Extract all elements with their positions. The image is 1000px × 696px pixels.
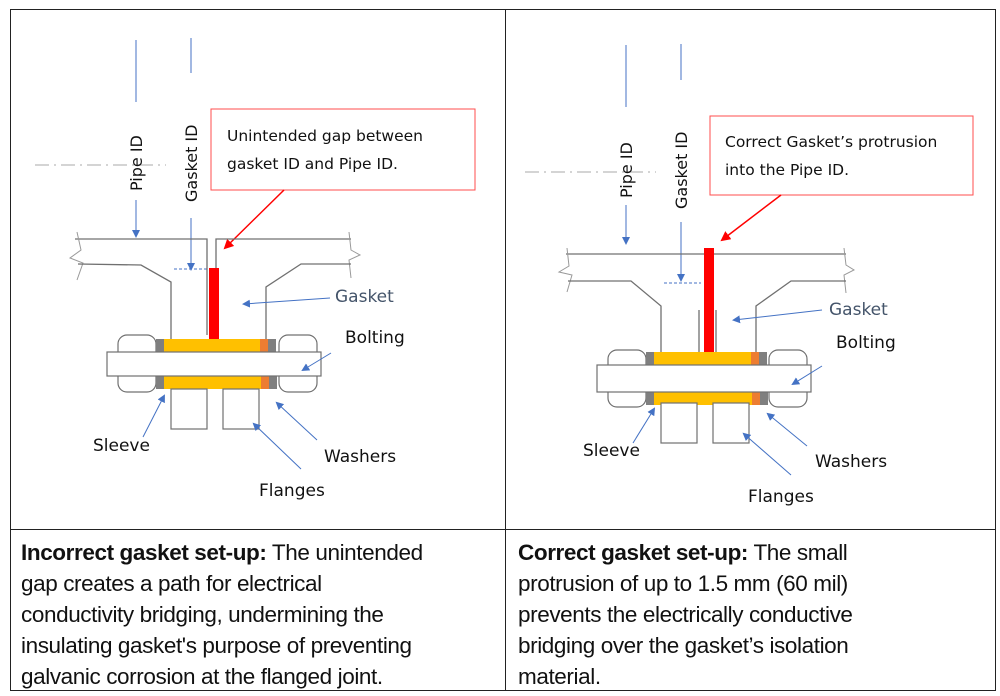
insulating-washer-top	[260, 339, 268, 352]
gasket-leader	[732, 309, 823, 324]
gasket	[209, 268, 219, 339]
callout-arrow	[720, 194, 782, 242]
flange-lower-left	[660, 402, 698, 444]
gasket-label: Gasket	[829, 300, 888, 320]
caption-line: bridging over the gasket’s isolation	[518, 633, 849, 658]
bolt	[596, 364, 812, 393]
flanges-label: Flanges	[259, 481, 325, 501]
caption-title: Correct gasket set-up:	[518, 540, 749, 565]
row-divider	[11, 529, 995, 530]
flanges-label: Flanges	[748, 487, 814, 507]
washers-leader	[275, 401, 318, 441]
break-line-right	[843, 247, 856, 294]
caption-line: protrusion of up to 1.5 mm (60 mil)	[518, 571, 848, 596]
steel-washer-top-right	[268, 339, 276, 352]
insulating-washer-bottom	[752, 392, 760, 405]
bolting-leader	[301, 352, 332, 372]
bolt	[106, 351, 322, 377]
steel-washer-bottom-right	[269, 376, 277, 389]
steel-washer-top-right	[759, 352, 767, 365]
flanges-leader	[742, 432, 792, 476]
callout-box	[709, 115, 974, 196]
column-divider	[505, 10, 506, 690]
callout-arrow	[223, 189, 285, 250]
steel-washer-bottom-left	[646, 392, 654, 405]
callout-line-1: Correct Gasket’s protrusion	[725, 133, 937, 151]
correct-setup-diagram: Pipe ID Gasket ID Correct Gasket’s protr…	[525, 44, 974, 507]
flange-lower-right	[222, 388, 260, 430]
break-line-left	[68, 231, 84, 281]
bolting-label: Bolting	[345, 328, 405, 348]
gasket	[704, 248, 714, 354]
washers-label: Washers	[815, 452, 887, 472]
break-line-right	[348, 231, 362, 279]
incorrect-setup-caption: Incorrect gasket set-up: The unintended …	[21, 537, 501, 692]
pipe-id-label: Pipe ID	[127, 135, 146, 191]
flanges-leader	[252, 422, 302, 470]
sleeve-leader	[142, 394, 165, 438]
bolting-label: Bolting	[836, 333, 896, 353]
incorrect-setup-diagram-cell: Pipe ID Gasket ID Unintended gap between…	[11, 10, 505, 529]
caption-line: galvanic corrosion at the flanged joint.	[21, 664, 383, 689]
steel-washer-top-left	[156, 339, 164, 352]
washers-leader	[766, 412, 808, 447]
caption-title: Incorrect gasket set-up:	[21, 540, 267, 565]
caption-line: gap creates a path for electrical	[21, 571, 322, 596]
sleeve-bottom	[164, 376, 261, 389]
correct-setup-diagram-cell: Pipe ID Gasket ID Correct Gasket’s protr…	[506, 10, 996, 529]
steel-washer-bottom-left	[156, 376, 164, 389]
flange-right-hub	[216, 263, 351, 341]
caption-line: The small	[748, 540, 848, 565]
callout-line-2: into the Pipe ID.	[725, 161, 849, 179]
sleeve-bottom	[654, 392, 752, 405]
correct-setup-caption: Correct gasket set-up: The small protrus…	[518, 537, 988, 692]
caption-line: prevents the electrically conductive	[518, 602, 853, 627]
flange-left-hub	[77, 263, 172, 340]
comparison-table: Pipe ID Gasket ID Unintended gap between…	[10, 9, 996, 691]
flange-right-hub	[715, 280, 846, 356]
incorrect-setup-diagram: Pipe ID Gasket ID Unintended gap between…	[35, 38, 476, 501]
pipe-id-label: Pipe ID	[617, 142, 636, 198]
callout-box	[210, 108, 476, 191]
gasket-id-label: Gasket ID	[672, 132, 691, 209]
flange-left-hub	[568, 280, 700, 356]
steel-washer-top-left	[646, 352, 654, 365]
caption-line: material.	[518, 664, 601, 689]
bolting-leader	[791, 365, 823, 386]
callout-line-2: gasket ID and Pipe ID.	[227, 155, 398, 173]
gasket-id-label: Gasket ID	[182, 125, 201, 202]
caption-line: insulating gasket's purpose of preventin…	[21, 633, 412, 658]
sleeve-top	[164, 339, 260, 352]
washers-label: Washers	[324, 447, 396, 467]
pipe-right-outline	[215, 238, 351, 335]
flange-lower-right	[712, 402, 750, 444]
flange-lower-left	[170, 388, 208, 430]
caption-line: conductivity bridging, undermining the	[21, 602, 384, 627]
gasket-leader	[242, 297, 331, 308]
insulating-washer-bottom	[261, 376, 269, 389]
sleeve-leader	[632, 407, 656, 444]
callout-line-1: Unintended gap between	[227, 127, 423, 145]
sleeve-label: Sleeve	[93, 436, 150, 456]
insulating-washer-top	[751, 352, 759, 365]
steel-washer-bottom-right	[760, 392, 768, 405]
pipe-left-outline	[75, 238, 208, 335]
sleeve-label: Sleeve	[583, 441, 640, 461]
gasket-label: Gasket	[335, 287, 394, 307]
sleeve-top	[654, 352, 751, 365]
caption-line: The unintended	[266, 540, 423, 565]
